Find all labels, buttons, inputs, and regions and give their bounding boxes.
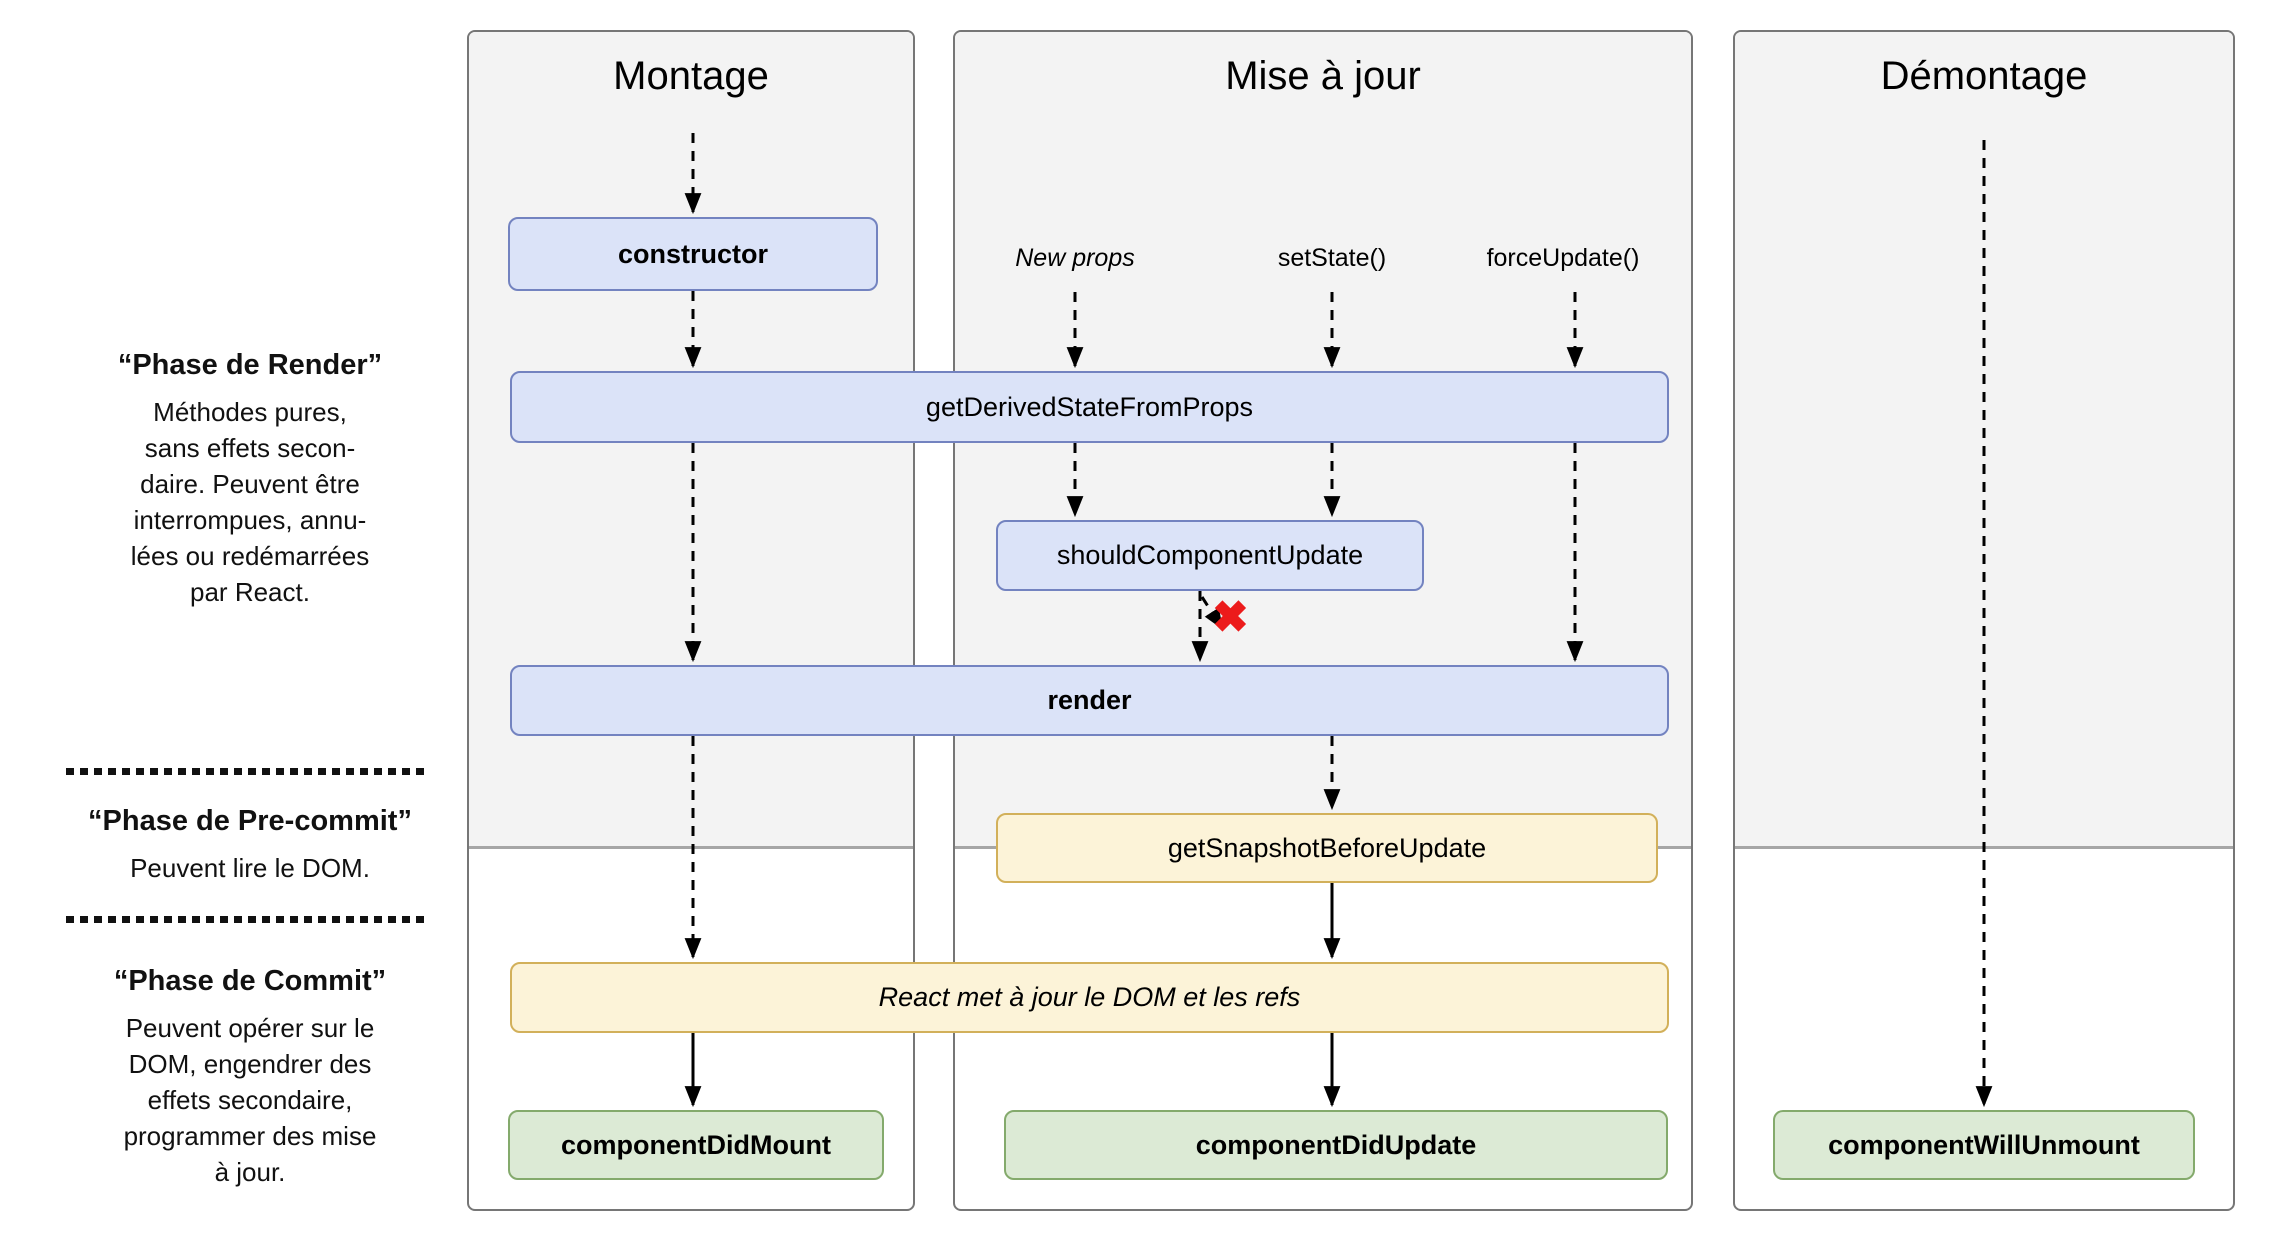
get-derived-state-from-props-box[interactable]: getDerivedStateFromProps [510,371,1669,443]
render-phase-shading-unmount [1735,32,2233,849]
component-did-update-box[interactable]: componentDidUpdate [1004,1110,1668,1180]
column-mise-a-jour-title: Mise à jour [1225,54,1421,98]
render-blocked-x-icon: ✖ [1212,593,1249,642]
column-montage: Montage [467,30,915,1211]
column-mise-a-jour: Mise à jour [953,30,1693,1211]
phase-render-description: Méthodes pures, sans effets secon- daire… [130,397,370,607]
get-snapshot-before-update-box[interactable]: getSnapshotBeforeUpdate [996,813,1658,883]
phase-precommit-description: Peuvent lire le DOM. [130,853,370,883]
phase-divider-top [66,768,426,775]
render-box[interactable]: render [510,665,1669,736]
column-demontage-title: Démontage [1880,54,2088,98]
phase-commit-description: Peuvent opérer sur le DOM, engendrer des… [123,1013,377,1187]
trigger-forceupdate-link[interactable]: forceUpdate() [1486,244,1640,272]
column-montage-title: Montage [613,54,769,98]
phase-divider-bottom [66,916,426,923]
should-component-update-box[interactable]: shouldComponentUpdate [996,520,1424,591]
phase-precommit-title: “Phase de Pre-commit” [88,805,412,837]
phase-commit-block: “Phase de Commit” Peuvent opérer sur le … [55,962,445,1190]
constructor-box[interactable]: constructor [508,217,878,291]
react-updates-dom-box: React met à jour le DOM et les refs [510,962,1669,1033]
trigger-new-props: New props [1015,244,1135,272]
phase-render-block: “Phase de Render” Méthodes pures, sans e… [55,346,445,610]
phase-precommit-block: “Phase de Pre-commit” Peuvent lire le DO… [30,802,470,886]
component-will-unmount-box[interactable]: componentWillUnmount [1773,1110,2195,1180]
phase-render-title: “Phase de Render” [117,349,383,381]
phase-commit-title: “Phase de Commit” [113,965,387,997]
column-demontage: Démontage [1733,30,2235,1211]
trigger-setstate-link[interactable]: setState() [1277,244,1387,272]
component-did-mount-box[interactable]: componentDidMount [508,1110,884,1180]
